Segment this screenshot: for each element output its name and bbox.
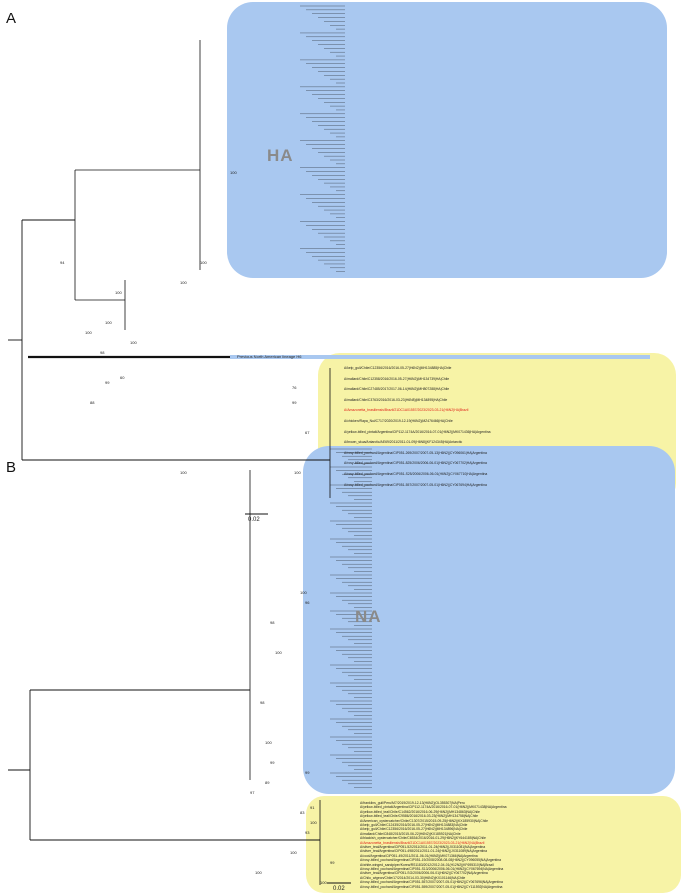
leaf-label-lines: [300, 5, 372, 788]
na-north-american-region: [303, 446, 675, 794]
support-value: 99: [330, 860, 335, 865]
support-value: 100: [320, 880, 327, 885]
leaf-label: A/silver_teal/Argentina/CIP051-52/2011/2…: [360, 845, 486, 849]
support-value: 100: [294, 470, 301, 475]
leaf-label: A/rosy-billed_pochard/Argentina/CIP051-5…: [360, 880, 503, 885]
leaf-label: A/rosy-billed_pochard/Argentina/CIP051-2…: [344, 450, 487, 455]
support-value: 97: [250, 790, 255, 795]
support-value: 99: [105, 380, 110, 385]
support-value: 93: [305, 830, 310, 835]
leaf-label: A/yellow-billed_pintail/Argentina/CIP112…: [360, 805, 507, 810]
leaf-label: A/franklins_gull/Peru/M7/2019/2019-12-13…: [360, 801, 465, 805]
support-value: 60: [120, 375, 125, 380]
leaf-label: A/rosy-billed_pochard/Argentina/CIP051-S…: [344, 472, 488, 476]
support-value: 67: [305, 430, 310, 435]
support-value: 100: [275, 650, 282, 655]
support-value: 100: [180, 280, 187, 285]
support-value: 99: [270, 760, 275, 765]
ha-outgroup-label: Previous North American lineage H6: [237, 354, 302, 359]
leaf-label: A/rosy-billed_pochard/Argentina/CIP051-5…: [360, 884, 503, 889]
support-value: 99: [292, 400, 297, 405]
leaf-label: A/rosy-billed_pochard/Argentina/CIP051-1…: [360, 858, 501, 863]
ha-north-american-region: [227, 2, 667, 278]
leaf-label: A/mallard/Chile/C27485/2017/2017-06-14(H…: [344, 387, 450, 392]
leaf-label: A/yellow-billed_teal/Chile/C9586/2016/20…: [360, 814, 478, 819]
na-south-american-region: [306, 796, 681, 893]
support-value: 100: [265, 740, 272, 745]
support-value: 98: [100, 350, 105, 355]
leaf-label: A/American_oystercatcher/Chile/C1307/201…: [360, 818, 488, 823]
support-value: 100: [105, 320, 112, 325]
support-value: 98: [260, 700, 265, 705]
leaf-label: A/chicken/Rapa_Nui/C717/2020/2019-12-19(…: [344, 419, 453, 423]
support-value: 100: [180, 470, 187, 475]
support-value: 88: [90, 400, 95, 405]
leaf-label: A/kelp_gull/Chile/C12356/2016/2016-05-27…: [360, 827, 468, 832]
leaf-label: A/yellow-billed_pintail/Argentina/CIP112…: [344, 429, 491, 434]
panel-a-letter: A: [6, 10, 17, 27]
leaf-label: A/yellow-billed_teal/Chile/C14562/2016/2…: [360, 809, 480, 814]
support-value: 100: [115, 290, 122, 295]
support-value: 100: [310, 820, 317, 825]
support-value: 91: [310, 805, 315, 810]
na-scale-label: 0.02: [333, 886, 345, 892]
leaf-label: A/silver_teal/Argentina/CIP051-SG/2006/2…: [360, 871, 488, 876]
leaf-label: A/Amazonetta_brasiliensis/Brazil/21DC1A0…: [360, 840, 485, 845]
leaf-label: A/rosy-billed_pochard/Argentina/CIP051-8…: [344, 461, 487, 466]
support-value: 100: [130, 340, 137, 345]
ha-tree-branches: [8, 40, 331, 498]
support-value: 100: [255, 870, 262, 875]
leaf-label: A/kelp_gull/Chile/C12435/2016/2016-05-27…: [360, 823, 468, 827]
support-value: 100: [200, 260, 207, 265]
leaf-label: A/white-winged_sandpiper/Korea/RS1183/20…: [360, 862, 494, 867]
support-value: 89: [265, 780, 270, 785]
support-value: 100: [85, 330, 92, 335]
leaf-label: A/Chilo_wigeon/Chile/17/2014/2014-03-30(…: [360, 875, 466, 880]
leaf-label: A/coot/Argentina/CIP051-49/2011/2011-06-…: [360, 853, 478, 858]
leaf-label: A/rosy-billed_pochard/Argentina/CIP051-S…: [360, 867, 504, 871]
leaf-label: A/mallard/Chile/C12358/2016/2016-05-27(H…: [344, 376, 450, 381]
leaf-label: A/blackish_oystercatcher/Chile/C6534/201…: [360, 836, 486, 841]
leaf-label: A/mallard/Chile/C3763/2016/2016-03-23(H6…: [344, 397, 448, 402]
support-value: 100: [290, 850, 297, 855]
panel-b-letter: B: [6, 459, 17, 476]
leaf-label: A/Amazonetta_brasiliensis/Brazil/21DC1A0…: [344, 408, 469, 413]
support-value: 96: [305, 600, 310, 605]
na-tree-branches: [8, 470, 321, 885]
leaf-label: A/kelp_gull/Chile/C12356/2016/2016-05-27…: [344, 366, 452, 370]
ha-region-title: HA: [267, 146, 294, 165]
na-region-title: NA: [355, 607, 382, 626]
support-value: 100: [230, 170, 237, 175]
support-value: 99: [305, 770, 310, 775]
leaf-label: A/brown_skua/Antarctic/AE69/2011/2011-01…: [344, 440, 463, 445]
support-value: 98: [270, 620, 275, 625]
support-value: 100: [300, 590, 307, 595]
leaf-label: A/rosy-billed_pochard/Argentina/CIP051-5…: [344, 482, 487, 487]
leaf-label: A/mallard/Chile/C848/2015/2015-06-22(H6N…: [360, 831, 461, 836]
leaf-label: A/silver_teal/Argentina/CIP051-498/2011/…: [360, 849, 488, 854]
support-value: 94: [60, 260, 65, 265]
support-value: 76: [292, 385, 297, 390]
support-value: 83: [300, 810, 305, 815]
ha-scale-label: 0.02: [248, 517, 260, 523]
